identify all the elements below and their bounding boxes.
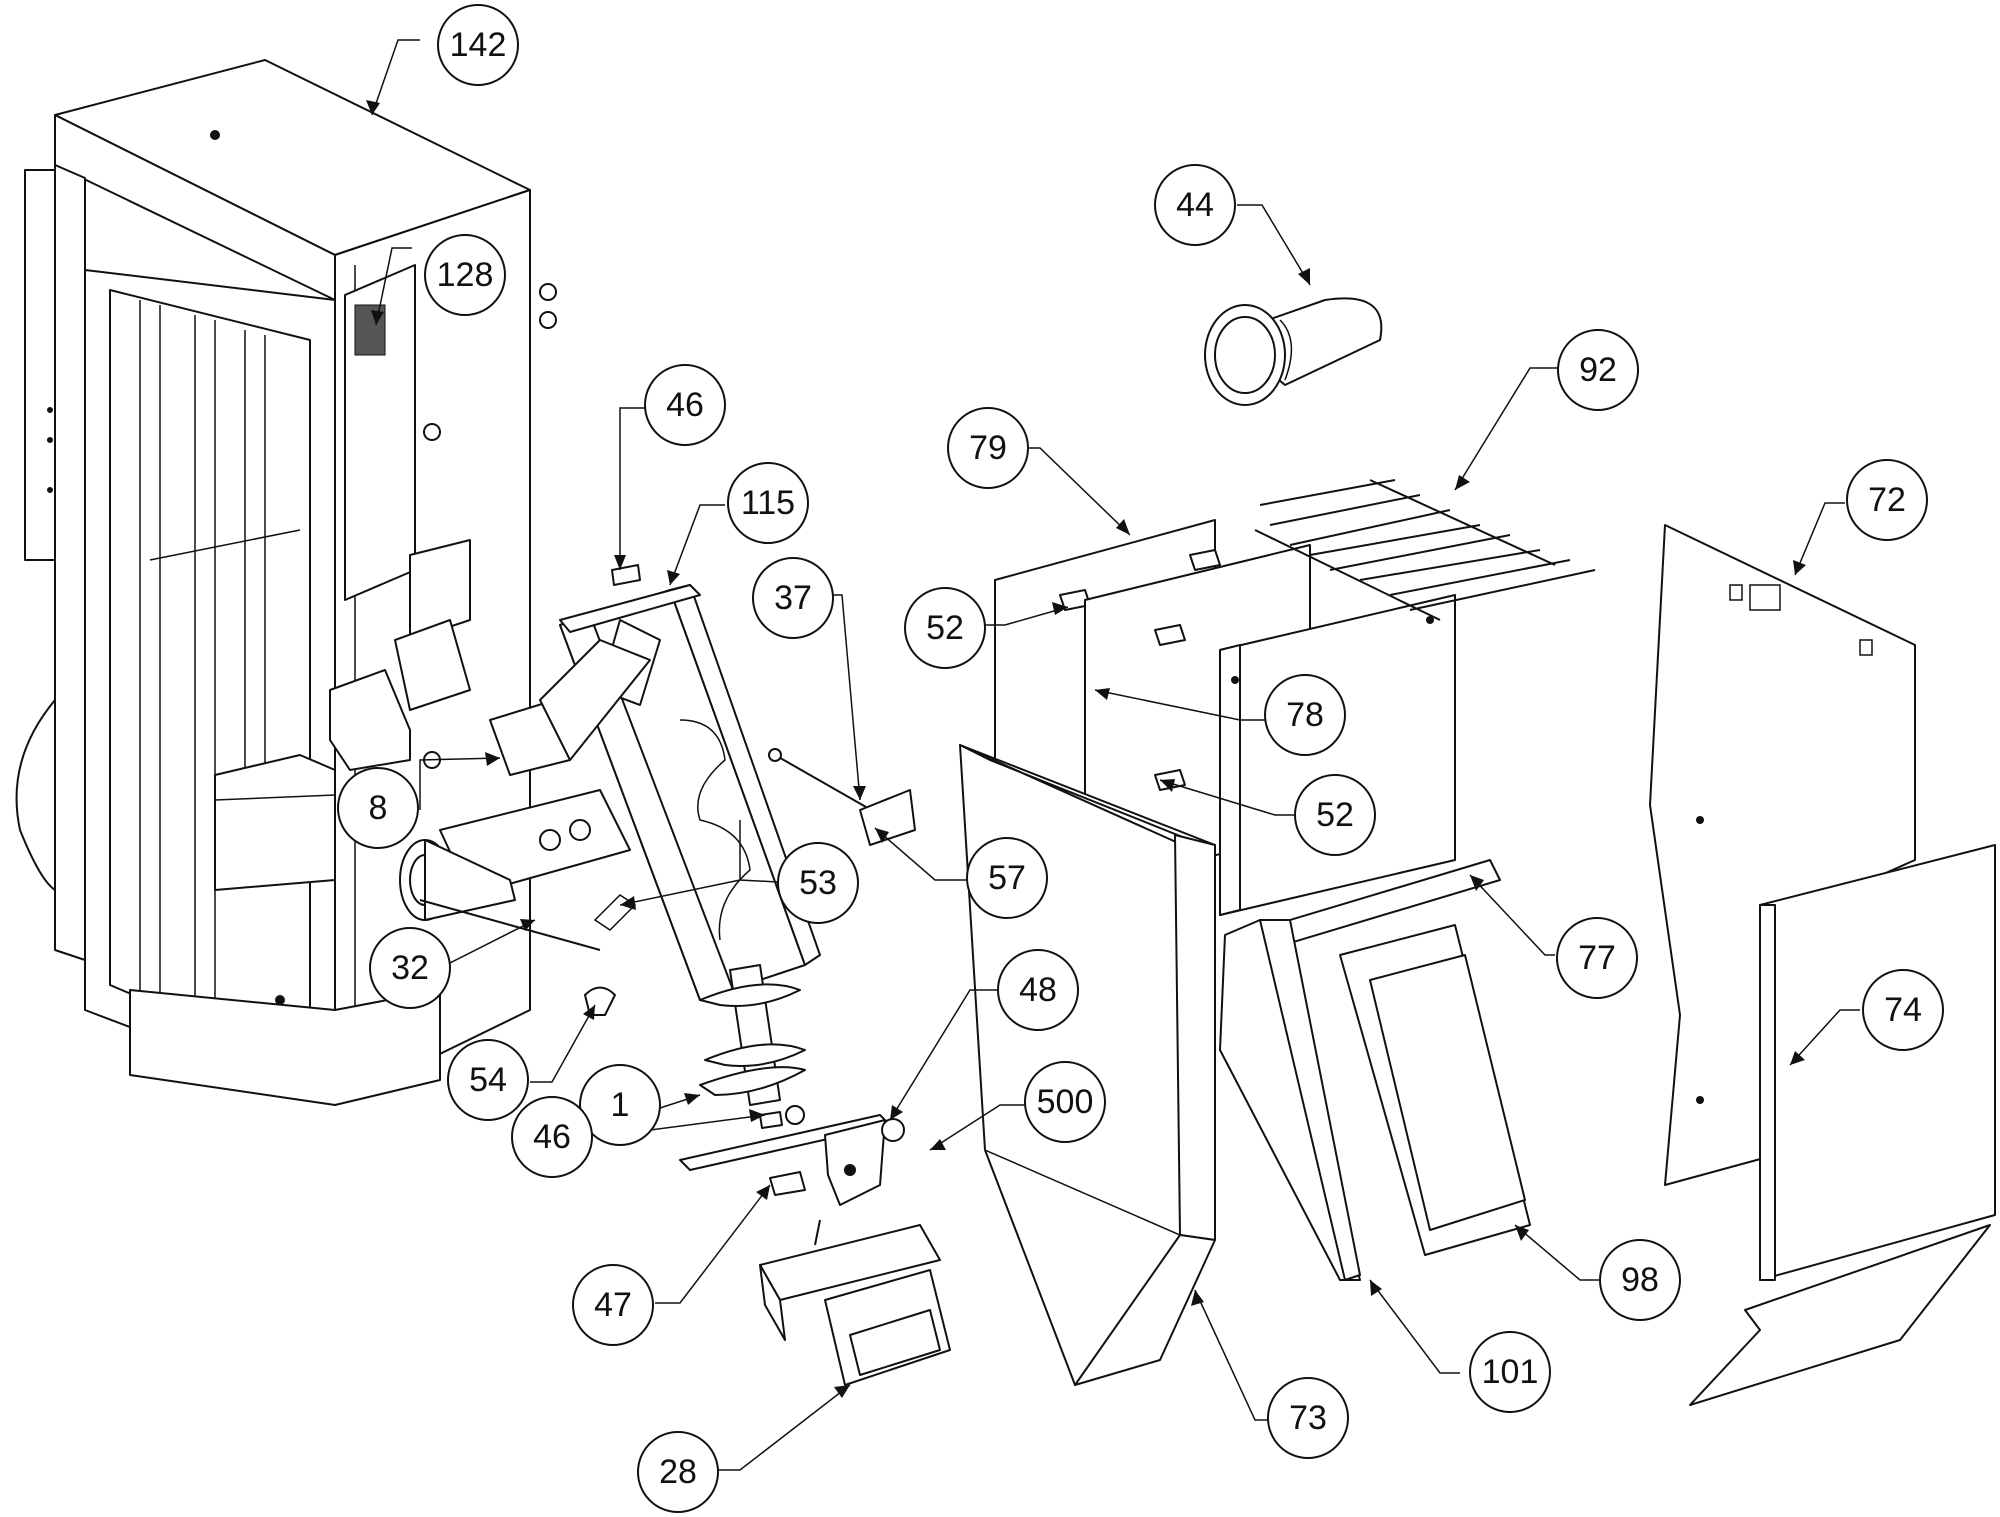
- callout-46-bottom: 46: [511, 1096, 593, 1178]
- callout-1: 1: [579, 1064, 661, 1146]
- mount-plate: [679, 1105, 905, 1206]
- callout-115: 115: [727, 462, 809, 544]
- callout-52-bottom: 52: [1294, 774, 1376, 856]
- callout-label: 142: [450, 26, 507, 64]
- callout-label: 73: [1289, 1399, 1327, 1437]
- callout-label: 53: [799, 864, 837, 902]
- callout-label: 79: [969, 429, 1007, 467]
- callout-57: 57: [966, 837, 1048, 919]
- panel-front-inner: [1219, 594, 1456, 916]
- callout-73: 73: [1267, 1377, 1349, 1459]
- callout-label: 500: [1037, 1083, 1094, 1121]
- callout-label: 78: [1286, 696, 1324, 734]
- callout-98: 98: [1599, 1239, 1681, 1321]
- callout-46-top: 46: [644, 364, 726, 446]
- callout-label: 1: [611, 1086, 630, 1124]
- callout-52-top: 52: [904, 587, 986, 669]
- callout-79: 79: [947, 407, 1029, 489]
- chute-98: [1339, 924, 1531, 1256]
- callout-label: 47: [594, 1286, 632, 1324]
- callout-label: 44: [1176, 186, 1214, 224]
- callout-101: 101: [1469, 1331, 1551, 1413]
- callout-label: 52: [926, 609, 964, 647]
- callout-500: 500: [1024, 1061, 1106, 1143]
- callout-32: 32: [369, 927, 451, 1009]
- callout-label: 128: [437, 256, 494, 294]
- callout-47: 47: [572, 1264, 654, 1346]
- callout-label: 77: [1578, 939, 1616, 977]
- callout-label: 48: [1019, 971, 1057, 1009]
- callout-label: 8: [369, 789, 388, 827]
- callout-8: 8: [337, 767, 419, 849]
- callout-label: 54: [469, 1061, 507, 1099]
- callout-92: 92: [1557, 329, 1639, 411]
- callout-label: 92: [1579, 351, 1617, 389]
- callout-128: 128: [424, 234, 506, 316]
- auger-screw: [699, 964, 806, 1106]
- callout-53: 53: [777, 842, 859, 924]
- leader-lines: [366, 39, 1860, 1471]
- callout-78: 78: [1264, 674, 1346, 756]
- callout-label: 72: [1868, 481, 1906, 519]
- grate-92: [1254, 479, 1596, 621]
- callout-label: 115: [741, 484, 795, 522]
- callout-44: 44: [1154, 164, 1236, 246]
- callout-label: 57: [988, 859, 1026, 897]
- callout-54: 54: [447, 1039, 529, 1121]
- inlet-boot: [489, 639, 651, 776]
- burner-tube: [399, 789, 631, 951]
- gear-motor: [759, 1219, 951, 1386]
- callout-28: 28: [637, 1431, 719, 1513]
- side-panel-74: [1689, 844, 1996, 1406]
- callout-label: 32: [391, 949, 429, 987]
- cabinet-frame: [15, 59, 557, 1106]
- callout-label: 98: [1621, 1261, 1659, 1299]
- callout-label: 52: [1316, 796, 1354, 834]
- callout-77: 77: [1556, 917, 1638, 999]
- callout-label: 101: [1482, 1353, 1539, 1391]
- side-panel-101: [1219, 919, 1361, 1281]
- callout-label: 37: [774, 579, 812, 617]
- callout-label: 46: [666, 386, 704, 424]
- callout-48: 48: [997, 949, 1079, 1031]
- callout-label: 46: [533, 1118, 571, 1156]
- callout-142: 142: [437, 4, 519, 86]
- callout-74: 74: [1862, 969, 1944, 1051]
- callout-label: 74: [1884, 991, 1922, 1029]
- callout-37: 37: [752, 557, 834, 639]
- callout-label: 28: [659, 1453, 697, 1491]
- spacer-46-top: [611, 564, 641, 586]
- rods-52: [1059, 549, 1221, 611]
- sensor-37: [768, 748, 916, 846]
- pipe-adapter: [1204, 297, 1383, 406]
- callout-72: 72: [1846, 459, 1928, 541]
